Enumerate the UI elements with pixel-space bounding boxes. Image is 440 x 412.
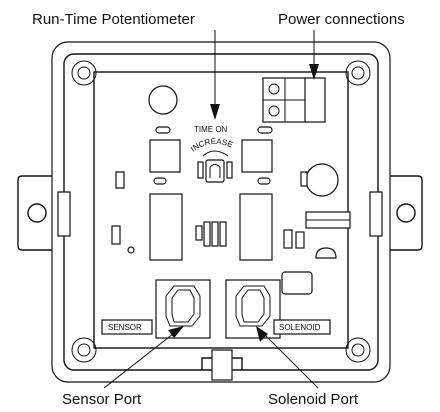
run-time-potentiometer-label: Run-Time Potentiometer xyxy=(32,11,195,28)
pot-pin-left xyxy=(197,161,204,179)
slot-4 xyxy=(257,177,271,185)
solenoid-tag-box xyxy=(273,319,331,335)
resistor-left-2 xyxy=(111,225,121,245)
run-time-potentiometer xyxy=(205,159,225,183)
module-right xyxy=(239,193,273,261)
resistor-right-1 xyxy=(300,171,308,187)
bottom-cable-gland xyxy=(211,349,233,381)
increase-arc-arrow xyxy=(202,150,229,157)
resistor-right-3 xyxy=(295,231,305,249)
component-right-lower xyxy=(281,271,313,295)
slot-3 xyxy=(153,177,167,185)
left-mounting-ear xyxy=(17,175,52,251)
left-side-tab xyxy=(57,191,71,237)
center-connector xyxy=(195,221,227,247)
buzzer-right xyxy=(305,163,339,197)
slot-1 xyxy=(155,126,171,134)
chip-right-upper xyxy=(241,139,273,173)
sensor-tag-label: SENSOR xyxy=(108,323,142,332)
resistor-left-1 xyxy=(115,171,125,189)
led-right xyxy=(315,247,337,259)
capacitor-top-left xyxy=(148,85,178,115)
leader-sensor-port xyxy=(103,326,184,389)
time-on-label: TIME ON xyxy=(194,125,228,134)
chip-left-upper xyxy=(149,139,181,173)
module-left xyxy=(149,193,183,261)
pot-pin-right xyxy=(226,161,233,179)
corner-screws xyxy=(71,60,371,363)
solenoid-port xyxy=(225,279,281,339)
solenoid-port-label: Solenoid Port xyxy=(268,391,359,408)
right-side-tab xyxy=(369,191,383,237)
solenoid-tag-label: SOLENOID xyxy=(279,323,321,332)
leader-solenoid-port xyxy=(256,326,319,389)
left-mounting-hole xyxy=(27,203,47,223)
power-connections-label: Power connections xyxy=(278,11,405,28)
leader-power-connections xyxy=(309,30,319,80)
enclosure-outer xyxy=(51,41,391,383)
resistor-right-2 xyxy=(283,229,293,249)
slot-2 xyxy=(257,126,273,134)
sensor-tag-box xyxy=(101,319,153,335)
right-mounting-hole xyxy=(396,203,416,223)
pcb-board xyxy=(93,71,349,349)
power-terminal-block xyxy=(262,77,326,123)
sensor-port xyxy=(155,279,211,339)
led-left xyxy=(127,246,135,254)
right-mounting-ear xyxy=(370,175,423,251)
sensor-port-label: Sensor Port xyxy=(62,391,142,408)
leader-run-time-potentiometer xyxy=(210,30,220,120)
